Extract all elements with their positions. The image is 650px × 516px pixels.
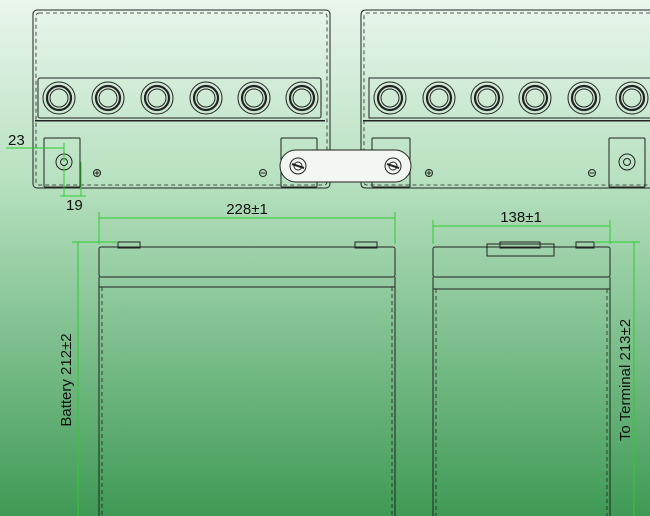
battery-height-label: Battery 212±2 xyxy=(58,333,75,426)
battery-1-positive-terminal-block xyxy=(43,137,81,188)
vent-cap-icon xyxy=(422,81,456,115)
width-label: 138±1 xyxy=(500,209,542,226)
minus-symbol-icon xyxy=(588,169,596,177)
positive-symbol-icon xyxy=(425,169,433,177)
vent-cap-icon xyxy=(567,81,601,115)
battery-2-vent-strip xyxy=(368,77,650,119)
top-view-battery-1 xyxy=(32,9,331,189)
vent-cap-icon xyxy=(285,81,319,115)
vent-cap-icon xyxy=(140,81,174,115)
length-label: 228±1 xyxy=(226,201,268,218)
side-view xyxy=(432,241,611,516)
main-dimension-lines xyxy=(72,212,640,516)
vent-cap-icon xyxy=(189,81,223,115)
vent-cap-icon xyxy=(518,81,552,115)
positive-symbol-icon xyxy=(93,169,101,177)
terminal-height-label: To Terminal 213±2 xyxy=(617,319,634,441)
terminal-bolt-icon xyxy=(618,153,636,171)
vent-cap-icon xyxy=(237,81,271,115)
terminal-offset-dimensions xyxy=(6,143,86,197)
vent-cap-icon xyxy=(373,81,407,115)
vent-cap-icon xyxy=(470,81,504,115)
vent-cap-icon xyxy=(615,81,649,115)
vent-cap-icon xyxy=(42,81,76,115)
battery-2-negative-terminal-block xyxy=(608,137,646,188)
top-view-battery-2 xyxy=(360,9,650,189)
terminal-offset-x-label: 23 xyxy=(8,132,25,149)
battery-1-vent-strip xyxy=(37,77,322,119)
battery-1-top-outline xyxy=(32,9,331,189)
vent-cap-icon xyxy=(91,81,125,115)
battery-2-top-outline xyxy=(360,9,650,189)
battery-1-vent-caps xyxy=(42,81,319,115)
terminal-offset-y-label: 19 xyxy=(66,197,83,214)
front-view xyxy=(98,241,396,516)
battery-2-vent-caps xyxy=(373,81,649,115)
minus-symbol-icon xyxy=(259,169,267,177)
interconnect-link xyxy=(279,149,412,183)
